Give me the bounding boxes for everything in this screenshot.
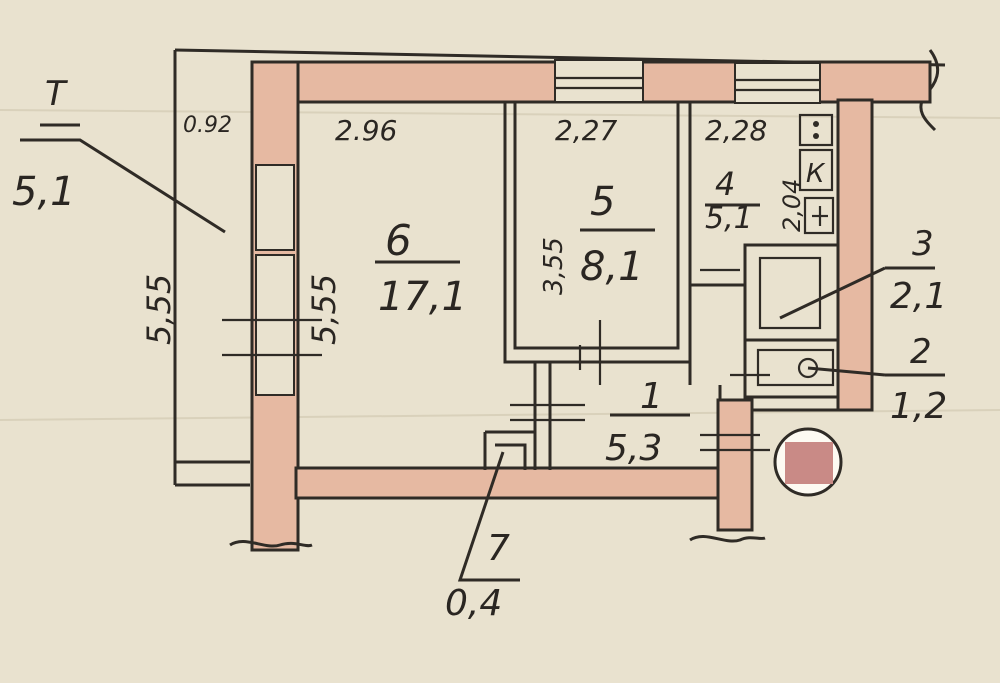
dim-balcony-width: 0.92: [183, 113, 232, 138]
room-7-number: 7: [487, 528, 510, 569]
right-wall: [836, 98, 874, 412]
break-mark-left: [229, 539, 313, 548]
dim-room6-length: 5,55: [305, 274, 343, 345]
fridge-icon: [798, 148, 834, 192]
room-1-number: 1: [640, 376, 663, 417]
bathroom-block: [743, 243, 840, 399]
balcony-frame: [173, 48, 946, 487]
room-T-number: Т: [45, 74, 68, 114]
hall-lines: [688, 283, 745, 400]
room-5-number: 5: [590, 179, 615, 225]
dim-balcony-length: 5,55: [140, 274, 178, 345]
stove-icon: [798, 113, 834, 147]
room-2-area: 1,2: [890, 386, 947, 427]
room-4-number: 4: [715, 165, 735, 203]
room5-partition-inner: [513, 102, 680, 350]
room-4-area: 5,1: [705, 201, 753, 236]
closet-outline: [483, 430, 537, 470]
entry-wall: [716, 398, 754, 532]
paper-fold: [0, 409, 1000, 421]
kitchen-appliances: К: [798, 113, 835, 235]
dim-kitchen-length: 2,04: [778, 179, 806, 232]
room-5-area: 8,1: [580, 244, 644, 290]
stamp-mark: [785, 442, 833, 484]
leader-lines: [20, 138, 945, 582]
room-1-area: 5,3: [605, 428, 662, 469]
dim-room5-width: 2,27: [555, 114, 618, 147]
room-2-number: 2: [910, 332, 932, 372]
room5-partition: [503, 102, 692, 364]
room-3-number: 3: [912, 224, 934, 264]
dim-room6-width: 2.96: [335, 114, 397, 147]
paper-fold: [0, 109, 1000, 119]
dim-kitchen-width: 2,28: [705, 114, 767, 147]
sink-counter-icon: [803, 196, 835, 235]
break-mark-bottom: [689, 534, 766, 543]
bottom-wall: [294, 466, 738, 500]
room-T-area: 5,1: [12, 169, 76, 215]
closet-inner: [495, 443, 527, 470]
door-ticks: [222, 268, 770, 452]
room-6-area: 17,1: [378, 274, 467, 320]
room-6-number: 6: [385, 216, 412, 265]
left-wall-window: [255, 164, 295, 251]
top-windows: [554, 59, 821, 104]
room-7-area: 0,4: [445, 583, 502, 624]
room-3-area: 2,1: [890, 276, 947, 317]
stove-letter: К: [806, 159, 826, 189]
left-wall-door: [255, 254, 295, 396]
dim-room5-length: 3,55: [539, 237, 569, 295]
